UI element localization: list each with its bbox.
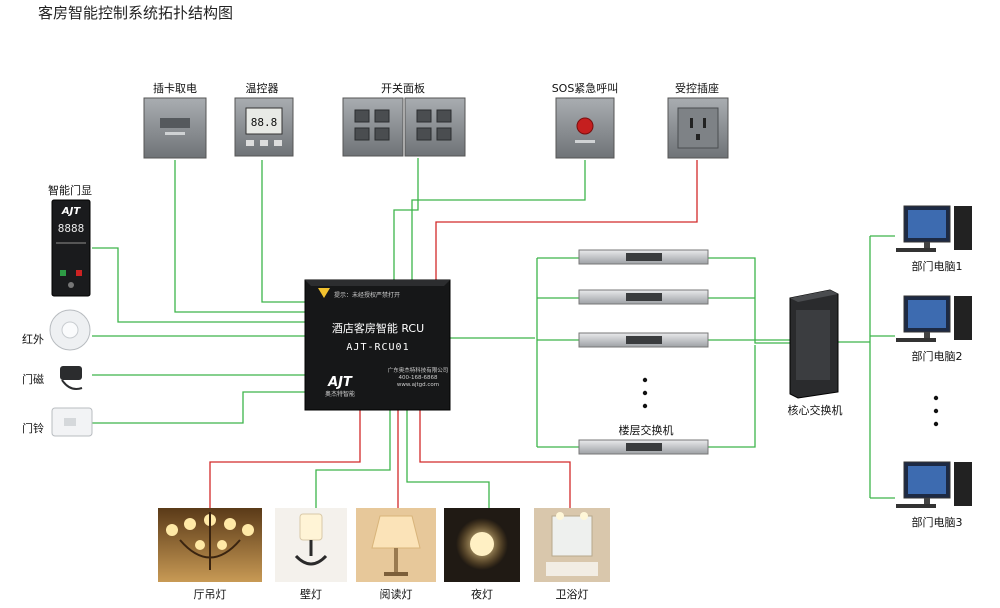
computer-ellipsis (933, 395, 939, 427)
rcu-logo-sub: 奥杰特智能 (325, 390, 355, 398)
door-display-digits: 8888 (58, 222, 85, 235)
chandelier-label: 厅吊灯 (194, 588, 227, 601)
switch-panel-label: 开关面板 (381, 81, 425, 95)
keyboard-icon (896, 248, 936, 252)
thermostat-display: 88.8 (251, 116, 278, 129)
wall-lamp-label: 壁灯 (300, 587, 322, 601)
computer-1: 部门电脑1 (896, 205, 972, 273)
diagram-title: 客房智能控制系统拓扑结构图 (38, 4, 233, 22)
infrared-label: 红外 (22, 333, 44, 346)
card-switch-device: 插卡取电 (143, 81, 207, 159)
rcu-company: 广东奥杰特科技有限公司 (388, 366, 449, 374)
core-switch: 核心交换机 (788, 289, 843, 417)
floor-switch-4 (578, 439, 709, 455)
switch-panel-icon-2 (404, 97, 466, 157)
rcu-name: 酒店客房智能 RCU (332, 321, 424, 335)
red-links (209, 160, 698, 508)
pc-tower-icon (954, 296, 972, 340)
floor-switch-label: 楼层交换机 (619, 423, 674, 437)
pc-tower-icon (954, 206, 972, 250)
computer-3-label: 部门电脑3 (912, 515, 963, 529)
doorbell-label: 门铃 (22, 421, 44, 435)
light-night: 夜灯 (444, 508, 520, 601)
door-magnet-label: 门磁 (22, 372, 44, 386)
thermostat-device: 温控器 88.8 (234, 81, 294, 157)
switch-panel-icon (342, 97, 404, 157)
rcu-controller: 提示：未经授权严禁打开 酒店客房智能 RCU AJT-RCU01 AJT 奥杰特… (304, 279, 451, 411)
computer-3: 部门电脑3 (896, 461, 972, 529)
switch-panel-device: 开关面板 (342, 81, 466, 157)
light-reading: 阅读灯 (356, 508, 436, 601)
socket-label: 受控插座 (675, 81, 719, 95)
computer-2: 部门电脑2 (896, 295, 972, 363)
floor-switch-1 (578, 249, 709, 265)
rcu-logo: AJT (327, 375, 353, 390)
door-magnet-icon (60, 366, 82, 380)
door-magnet-device: 门磁 (22, 366, 83, 390)
reading-lamp-label: 阅读灯 (380, 587, 413, 601)
doorbell-device: 门铃 (22, 407, 93, 437)
rcu-warning-text: 提示：未经授权严禁打开 (334, 291, 400, 299)
warning-icon (318, 288, 330, 298)
rcu-website: www.ajtgd.com (397, 382, 439, 388)
floor-switches: 楼层交换机 (578, 249, 709, 455)
floor-switch-3 (578, 332, 709, 348)
sos-device: SOS紧急呼叫 (552, 81, 619, 159)
computer-1-label: 部门电脑1 (912, 259, 963, 273)
bathroom-lamp-label: 卫浴灯 (556, 588, 589, 601)
door-display-device: 智能门显 AJT 8888 (48, 183, 92, 297)
light-bath: 卫浴灯 (534, 508, 610, 601)
thermostat-label: 温控器 (246, 81, 279, 95)
card-switch-label: 插卡取电 (153, 81, 197, 95)
rcu-model: AJT-RCU01 (346, 342, 409, 353)
core-switch-label: 核心交换机 (788, 403, 843, 417)
keyboard-icon (896, 504, 936, 508)
pc-tower-icon (954, 462, 972, 506)
night-lamp-label: 夜灯 (471, 587, 493, 601)
door-display-label: 智能门显 (48, 183, 92, 197)
green-links (92, 158, 895, 508)
floor-switch-2 (578, 289, 709, 305)
light-chandelier: 厅吊灯 (158, 508, 262, 601)
door-display-logo: AJT (61, 206, 81, 217)
rcu-phone: 400-168-6868 (399, 375, 438, 381)
socket-device: 受控插座 (667, 81, 729, 159)
sos-label: SOS紧急呼叫 (552, 81, 619, 95)
keyboard-icon (896, 338, 936, 342)
light-wall: 壁灯 (275, 508, 347, 601)
computer-2-label: 部门电脑2 (912, 349, 963, 363)
infrared-device: 红外 (22, 309, 91, 351)
floor-switch-ellipsis (642, 377, 648, 409)
